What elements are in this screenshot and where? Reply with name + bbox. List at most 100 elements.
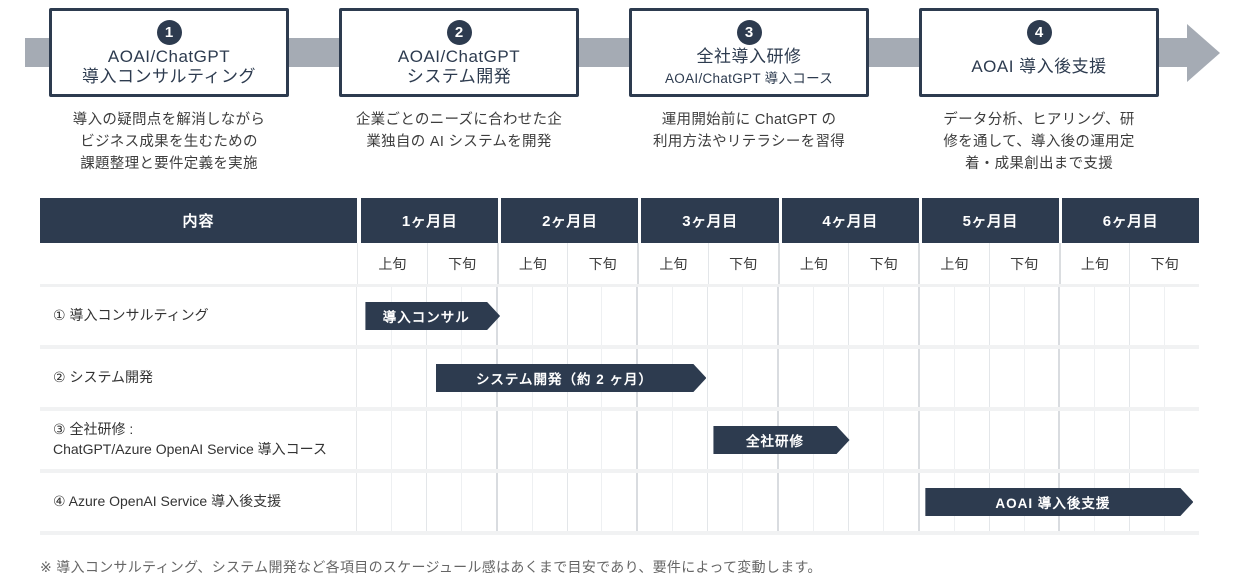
step-title-group: AOAI 導入後支援: [971, 45, 1106, 94]
step-title-line: 全社導入研修: [696, 47, 802, 67]
grid-cell: [1058, 287, 1094, 345]
gantt-bar: AOAI 導入後支援: [925, 488, 1193, 516]
grid-cell: [777, 473, 813, 531]
grid-cell: [1023, 287, 1059, 345]
grid-cell: [917, 473, 954, 531]
month-header-3: 3ヶ月目: [638, 198, 779, 243]
grid-cell: [917, 287, 954, 345]
grid-cell: [495, 411, 532, 469]
grid-cell: [988, 411, 1024, 469]
step-description: 導入の疑問点を解消しながらビジネス成果を生むための課題整理と要件定義を実施: [37, 109, 301, 175]
step-description-line: データ分析、ヒアリング、研: [943, 112, 1135, 128]
step-description: 運用開始前に ChatGPT の利用方法やリテラシーを習得: [617, 109, 881, 153]
grid-cell: [1023, 411, 1059, 469]
grid-cell: [566, 473, 602, 531]
grid-cell: [953, 287, 989, 345]
grid-cell: [425, 411, 461, 469]
grid-cell: [847, 349, 883, 407]
gantt-bar-label: システム開発（約 2 ヶ月）: [475, 372, 654, 387]
gantt-bar-label: AOAI 導入後支援: [995, 496, 1111, 511]
half-month-header: 下旬: [567, 243, 637, 284]
step-description-line: ビジネス成果を生むための: [80, 134, 258, 150]
step-title-line: AOAI 導入後支援: [971, 56, 1107, 76]
step-title-group: 全社導入研修 AOAI/ChatGPT 導入コース: [665, 45, 833, 94]
grid-cell: [390, 349, 426, 407]
grid-cell: [672, 473, 707, 531]
table-subheader-row: 上旬下旬上旬下旬上旬下旬上旬下旬上旬下旬上旬下旬: [40, 243, 1199, 287]
month-header-4: 4ヶ月目: [778, 198, 919, 243]
grid-cell: [601, 411, 636, 469]
row-label: ① 導入コンサルティング: [40, 287, 357, 345]
gantt-bar-label: 導入コンサル: [382, 310, 470, 325]
grid-cell: [882, 473, 918, 531]
half-month-header: 下旬: [988, 243, 1059, 284]
grid-cell: [566, 411, 602, 469]
step-description-line: 企業ごとのニーズに合わせた企: [355, 112, 563, 128]
row-label-line: ③ 全社研修 :: [53, 421, 134, 438]
grid-cell: [917, 349, 954, 407]
step-number-badge: 3: [736, 20, 762, 45]
row-label-line: ① 導入コンサルティング: [53, 307, 209, 324]
grid-cell: [707, 287, 742, 345]
half-month-header: 上旬: [357, 243, 427, 284]
half-month-header: 上旬: [777, 243, 849, 284]
half-month-header: 下旬: [707, 243, 778, 284]
grid-cell: [777, 349, 813, 407]
grid-cell: [953, 411, 989, 469]
grid-cell: [1164, 287, 1199, 345]
grid-cell: [531, 287, 567, 345]
grid-cell: [1129, 287, 1164, 345]
step-description: データ分析、ヒアリング、研修を通して、導入後の運用定着・成果創出まで支援: [907, 109, 1171, 175]
half-month-header: 上旬: [1058, 243, 1130, 284]
step-number-badge: 2: [446, 20, 472, 45]
gantt-bar: システム開発（約 2 ヶ月）: [436, 364, 707, 392]
grid-cell: [636, 411, 672, 469]
grid-cell: [636, 287, 672, 345]
grid-cell: [1129, 411, 1164, 469]
table-body: ① 導入コンサルティング 導入コンサル ② システム開発 システム開発（約 2 ヶ月）…: [40, 287, 1199, 535]
half-month-header: 下旬: [1129, 243, 1199, 284]
grid-cell: [988, 287, 1024, 345]
grid-cell: [1129, 349, 1164, 407]
step-description-line: 運用開始前に ChatGPT の: [661, 112, 837, 128]
step-description-line: 業独自の AI システムを開発: [366, 134, 552, 150]
grid-cell: [882, 287, 918, 345]
grid-cell: [1058, 411, 1094, 469]
row-label: ③ 全社研修 :ChatGPT/Azure OpenAI Service 導入コ…: [40, 411, 357, 469]
grid-cell: [531, 473, 567, 531]
grid-cell: [566, 287, 602, 345]
row-label: ② システム開発: [40, 349, 357, 407]
month-header-6: 6ヶ月目: [1058, 198, 1200, 243]
grid-cell: [1094, 287, 1129, 345]
grid-cell: [847, 287, 883, 345]
grid-cell: [812, 473, 848, 531]
grid-cell: [777, 287, 813, 345]
grid-cell: [460, 473, 496, 531]
grid-cell: [357, 473, 391, 531]
half-month-header: 上旬: [637, 243, 708, 284]
grid-cell: [847, 411, 883, 469]
grid-cell: [1023, 349, 1059, 407]
content-column-header: 内容: [40, 198, 357, 243]
step-title-line: AOAI/ChatGPT: [107, 46, 231, 66]
step-number-badge: 4: [1026, 20, 1052, 45]
step-title-line: AOAI/ChatGPT: [397, 46, 521, 66]
gantt-bar: 全社研修: [713, 426, 849, 454]
grid-cell: [707, 473, 742, 531]
gantt-row: ③ 全社研修 :ChatGPT/Azure OpenAI Service 導入コ…: [40, 411, 1199, 473]
grid-cell: [1164, 411, 1199, 469]
step-subtitle-line: AOAI/ChatGPT 導入コース: [664, 70, 833, 86]
grid-cell: [988, 349, 1024, 407]
row-label-line: ② システム開発: [53, 369, 154, 386]
grid-cell: [707, 411, 742, 469]
gantt-row: ① 導入コンサルティング 導入コンサル: [40, 287, 1199, 349]
gantt-row: ② システム開発 システム開発（約 2 ヶ月）: [40, 349, 1199, 411]
grid-cell: [672, 287, 707, 345]
grid-cell: [1058, 349, 1094, 407]
grid-cell: [531, 411, 567, 469]
